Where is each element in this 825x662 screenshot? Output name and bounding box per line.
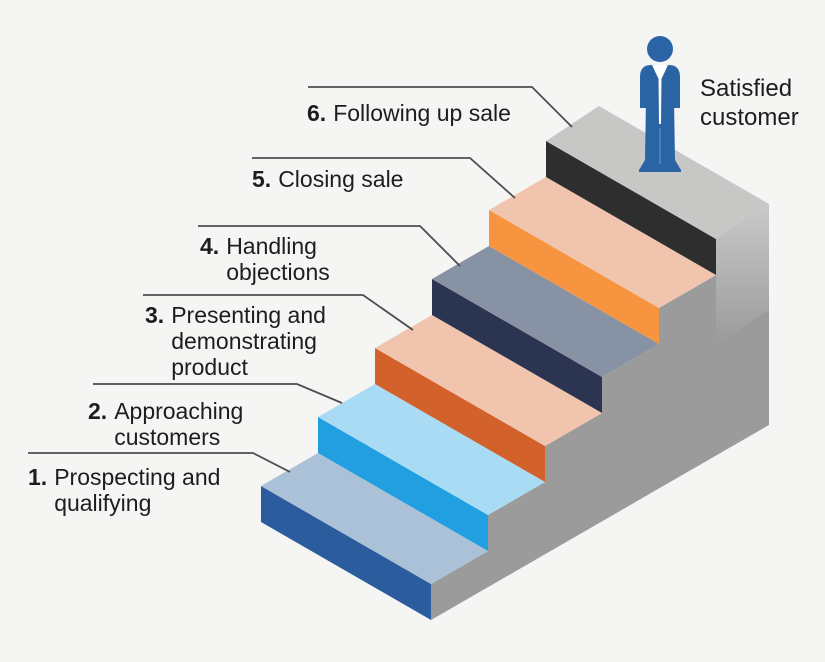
step-3-text: Presenting and demonstrating product (171, 302, 326, 380)
step-2-text: Approaching customers (114, 398, 244, 450)
step-1-riser-face (261, 486, 431, 620)
step-2-riser-face (318, 417, 488, 551)
step-3-tread-face (375, 315, 602, 446)
step-4-tread-face (432, 246, 659, 377)
step-4-leader-line (198, 225, 461, 267)
step-3-leader-line (143, 294, 414, 331)
step-2-label: 2. Approaching customers (88, 398, 243, 450)
person-tie (658, 76, 662, 124)
step-2-leader-line (93, 383, 343, 404)
person-head (647, 36, 673, 62)
step-1-number: 1. (28, 464, 48, 490)
step-1-label: 1. Prospecting and qualifying (28, 464, 220, 516)
step-6-label: 6. Following up sale (307, 100, 511, 126)
satisfied-customer-icon (639, 36, 681, 172)
step-2-tread-face (318, 384, 545, 515)
step-6-text: Following up sale (333, 100, 511, 126)
step-3-number: 3. (145, 302, 165, 328)
step-3-riser-face (375, 348, 545, 482)
step-1-text: Prospecting and qualifying (54, 464, 221, 516)
step-5-number: 5. (252, 166, 272, 192)
step-6-leader-line (308, 86, 573, 128)
step-4-riser-face (432, 279, 602, 413)
staircase-side-face (431, 204, 769, 620)
step-5-label: 5. Closing sale (252, 166, 403, 192)
person-collar (652, 65, 668, 82)
step-4-number: 4. (200, 233, 220, 259)
step-1-tread-face (261, 453, 488, 584)
step-6-number: 6. (307, 100, 327, 126)
step-5-leader-line (252, 157, 516, 199)
satisfied-customer-label: Satisfied customer (700, 75, 799, 131)
step-4-label: 4. Handling objections (200, 233, 330, 285)
step-6-riser-face (546, 141, 716, 275)
step-1-leader-line (28, 452, 291, 473)
step-3-label: 3. Presenting and demonstrating product (145, 302, 326, 380)
step-5-riser-face (489, 210, 659, 344)
step-5-tread-face (489, 177, 716, 308)
step-6-tread-face (546, 106, 769, 239)
step-4-text: Handling objections (226, 233, 330, 285)
step-5-text: Closing sale (278, 166, 404, 192)
step-2-number: 2. (88, 398, 108, 424)
platform-side-shading (716, 204, 769, 344)
